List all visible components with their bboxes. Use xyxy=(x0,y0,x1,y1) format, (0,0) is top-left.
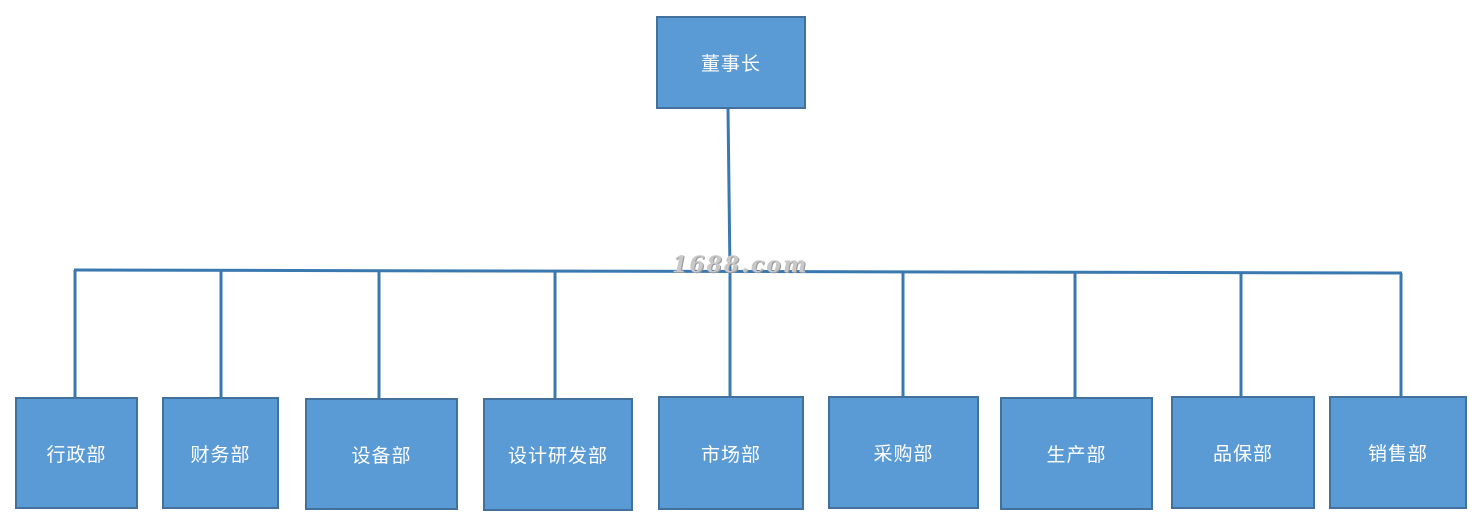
root-node-chairman: 董事长 xyxy=(656,16,806,109)
watermark-logo: 1688.com xyxy=(672,252,809,278)
department-drop-lines xyxy=(73,270,1403,398)
dept-node-label: 采购部 xyxy=(873,443,934,465)
dept-node-quality: 品保部 xyxy=(1171,396,1315,509)
dept-node-purchasing: 采购部 xyxy=(828,396,979,509)
root-node-label: 董事长 xyxy=(700,53,761,75)
dept-node-label: 财务部 xyxy=(190,443,251,466)
dept-node-admin: 行政部 xyxy=(15,397,138,509)
dept-node-label: 品保部 xyxy=(1212,443,1273,465)
dept-node-label: 生产部 xyxy=(1046,444,1107,466)
dept-node-label: 行政部 xyxy=(46,443,107,466)
dept-node-design-rd: 设计研发部 xyxy=(483,398,633,511)
dept-node-label: 设备部 xyxy=(351,444,412,467)
dept-node-sales: 销售部 xyxy=(1329,396,1467,509)
dept-node-label: 市场部 xyxy=(700,443,761,466)
horizontal-bus xyxy=(73,268,1403,275)
dept-node-marketing: 市场部 xyxy=(658,396,804,510)
dept-node-label: 设计研发部 xyxy=(507,445,608,467)
dept-node-finance: 财务部 xyxy=(162,397,279,509)
root-connector xyxy=(726,107,732,273)
dept-node-label: 销售部 xyxy=(1367,443,1428,465)
dept-node-production: 生产部 xyxy=(1000,397,1153,510)
dept-node-equipment: 设备部 xyxy=(305,398,458,510)
